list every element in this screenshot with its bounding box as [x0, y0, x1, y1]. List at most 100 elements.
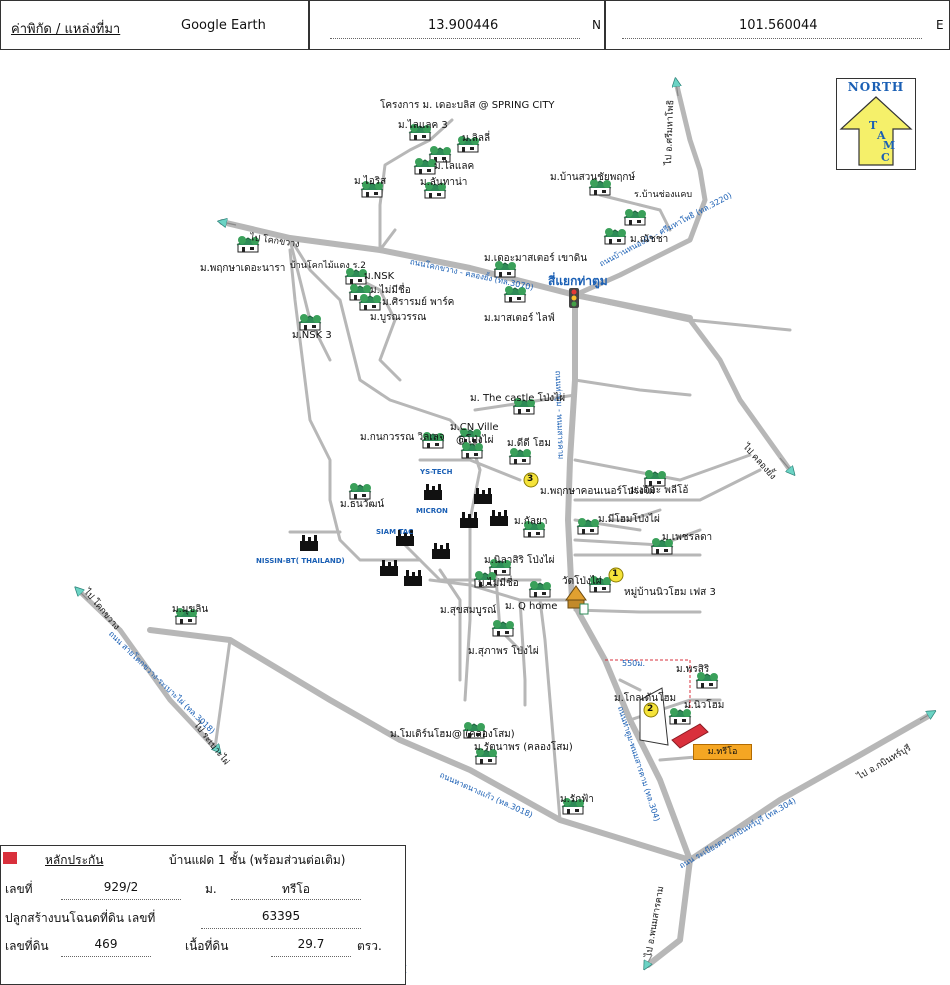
place-label: ม.ไลแลค [434, 161, 475, 172]
house-number-value: 929/2 [103, 880, 139, 894]
house-number-label: เลขที่ [5, 882, 33, 896]
place-label: ม.บ้านสวนชัยพฤกษ์ [550, 172, 636, 183]
north-letter-t: T [869, 119, 878, 132]
place-label: ม.พรสิริ [676, 664, 710, 675]
coordinate-header: ค่าพิกัด / แหล่งที่มา Google Earth 13.90… [0, 0, 950, 52]
north-arrow: NORTH T A M C [836, 78, 916, 170]
north-letter-c: C [881, 151, 890, 164]
factory-label: YS-TECH [420, 468, 453, 476]
place-label: ม. The castle โป่งไผ่ [470, 393, 566, 404]
place-label: ม.NSK 3 [292, 330, 332, 341]
place-label: ม.พฤกษาเดอะนารา [200, 263, 286, 274]
north-letter-m: M [883, 139, 895, 152]
coordinate-label: ค่าพิกัด / แหล่งที่มา [11, 22, 121, 37]
road-northeast [572, 79, 708, 298]
place-label: ม.มุขลิน [172, 604, 209, 615]
place-label: ร.บ้านช่องแคบ [634, 190, 693, 200]
factory-label: MICRON [416, 507, 448, 515]
place-label: วัดโป่งไผ่ [562, 576, 602, 587]
direction-top-right: ไป อ.ศรีมหาโพธิ [664, 99, 677, 166]
place-label: ม.ธนวัฒน์ [340, 499, 385, 510]
place-label: ม.ไม่มีชื่อ [478, 578, 519, 589]
place-label: ม.นิวโฮม [684, 700, 725, 711]
land-number-label: เลขที่ดิน [5, 939, 49, 953]
longitude-underline [622, 37, 922, 39]
collateral-legend: หลักประกัน บ้านแฝด 1 ชั้น (พร้อมส่วนต่อเ… [0, 845, 406, 985]
road-southwest [75, 587, 218, 751]
place-label: ม.กัลยา [514, 516, 548, 527]
place-label: ม.NSK [364, 271, 395, 282]
deed-value: 63395 [261, 909, 301, 923]
place-label: โครงการ ม. เดอะบลิส @ SPRING CITY [380, 100, 555, 111]
place-label: ม.พฤกษาคอนเนอร์โปร่งไผ่ [540, 486, 655, 497]
house-number-underline [61, 898, 181, 900]
place-label: ม.โมเดิร์นโฮม@ (คลองโสม) [390, 729, 515, 740]
land-area-label: เนื้อที่ดิน [185, 939, 229, 953]
place-label: ม.ไม่มีชื่อ [370, 285, 411, 296]
marker-number: 1 [612, 569, 619, 579]
place-label: บ้านโคกไม้แดง ร.2 [290, 261, 367, 271]
place-label: ม.รักฟ้า [560, 794, 594, 805]
traffic-light-icon [569, 288, 579, 308]
place-label: ม.นิลาสิริ โป่งไผ่ [484, 555, 555, 566]
deed-label: ปลูกสร้างบนโฉนดที่ดิน เลขที่ [5, 911, 156, 925]
village-underline [231, 898, 361, 900]
place-label: ม.สุภาพร โป่งไผ่ [468, 646, 539, 657]
place-label: ม. Q home [505, 601, 558, 612]
latitude-unit: N [592, 18, 601, 32]
road-main-ns [565, 292, 693, 968]
place-label: ม.CN Ville [450, 422, 499, 433]
source-cell: ค่าพิกัด / แหล่งที่มา Google Earth [0, 0, 309, 50]
place-label: ม.ไลแลค 3 [398, 120, 448, 131]
place-label: ม.เพชรลดา [662, 532, 713, 543]
place-label: ม.ลิลลี่ [462, 133, 491, 144]
longitude-cell: 101.560044 E [605, 0, 950, 50]
factory-label: NISSIN-BT( THAILAND) [256, 557, 345, 565]
place-label: ม.ลันทาน่า [420, 177, 468, 188]
place-label: ม.ณัชชา [630, 234, 669, 245]
subject-parcel [671, 723, 709, 749]
land-number-underline [61, 955, 151, 957]
collateral-label: หลักประกัน [45, 853, 104, 867]
junction-label: สี่แยกท่าตูม [548, 274, 608, 288]
distance-label: 550ม. [622, 659, 646, 668]
latitude-cell: 13.900446 N [309, 0, 605, 50]
latitude-underline [330, 37, 580, 39]
place-label: ม.กนกวรรณ วิลเลจ [360, 432, 445, 443]
place-label: ม.สุขสมบูรณ์ [440, 605, 497, 616]
place-label: ม.ไอริส [354, 176, 387, 187]
small-building-icon [579, 603, 589, 615]
latitude-value: 13.900446 [428, 18, 499, 33]
place-label: ม.รัตนาพร (คลองโสม) [474, 742, 573, 753]
north-title: NORTH [847, 80, 905, 94]
north-arrow-icon: T A M C [839, 96, 913, 166]
place-label: หมู่บ้านนิวโฮม เฟส 3 [624, 587, 716, 598]
distance-line [605, 659, 691, 710]
road-map [0, 52, 950, 985]
collateral-swatch [3, 852, 17, 864]
longitude-value: 101.560044 [739, 18, 818, 33]
place-label: ม.โกลเด้นโฮม [614, 693, 677, 704]
marker-number: 3 [527, 474, 534, 484]
place-label: ม.เดอะมาสเตอร์ เขาดิน [484, 253, 588, 264]
north-letter-a: A [876, 129, 886, 142]
factory-label: SIAM TAC [376, 528, 414, 536]
collateral-description: บ้านแฝด 1 ชั้น (พร้อมส่วนต่อเติม) [169, 853, 346, 867]
place-label: ม.เดอะ พลีโอ้ [630, 485, 689, 496]
subject-property-marker: ม.ทรีโอ [693, 744, 752, 760]
village-label: ม. [205, 882, 217, 896]
place-label: ม.บูรณวรรณ [370, 312, 427, 323]
land-number-value: 469 [94, 937, 118, 951]
place-label: ม.มาสเตอร์ ไลฟ์ [484, 313, 555, 324]
place-label: ม.ดีดี โฮม [507, 438, 552, 449]
longitude-unit: E [936, 18, 944, 32]
marker-circles [523, 472, 659, 718]
village-value: ทรีโอ [281, 882, 310, 896]
deed-underline [201, 927, 361, 929]
place-label: ม.ศิรารมย์ พาร์ค [382, 297, 455, 308]
place-label: @โป่งไผ่ [456, 435, 494, 446]
place-label: ม.มีโฮมโป่งไผ่ [598, 514, 660, 525]
marker-number: 2 [647, 704, 654, 714]
land-area-underline [271, 955, 351, 957]
land-area-value: 29.7 [297, 937, 325, 951]
